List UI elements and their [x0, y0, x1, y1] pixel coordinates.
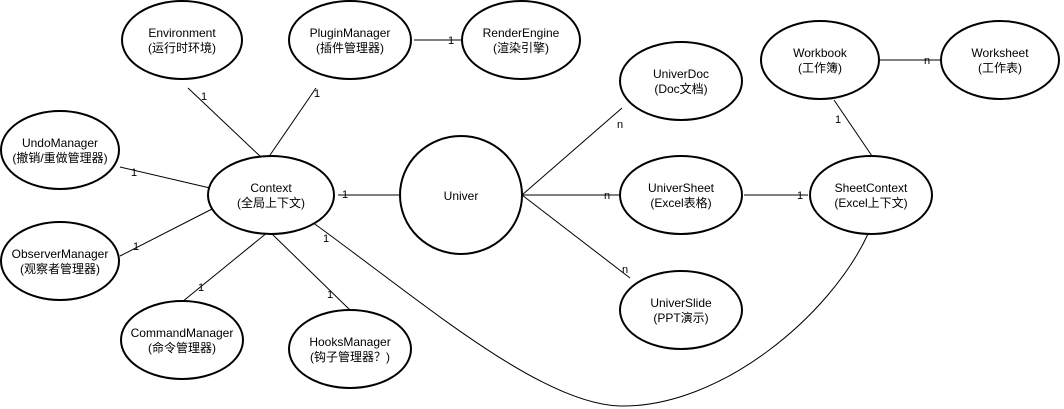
node-universlide-name: UniverSlide — [650, 296, 712, 310]
edge-context-hooksmanager — [269, 231, 351, 311]
node-commandmanager-desc: (命令管理器) — [148, 340, 216, 355]
node-hooksmanager-name: HooksManager — [309, 335, 390, 349]
edge-label-sheetcontext-workbook: 1 — [835, 114, 841, 126]
node-observermanager: ObserverManager (观察者管理器) — [0, 221, 120, 301]
edge-label-context-pluginmanager: 1 — [314, 88, 320, 100]
node-workbook: Workbook (工作簿) — [760, 20, 880, 100]
node-context-desc: (全局上下文) — [237, 195, 305, 210]
edge-label-univer-univerdoc: n — [617, 119, 623, 131]
node-commandmanager: CommandManager (命令管理器) — [120, 300, 244, 380]
node-renderengine-name: RenderEngine — [483, 26, 560, 40]
edge-label-workbook-worksheet: n — [924, 55, 930, 67]
node-context-name: Context — [250, 181, 292, 195]
node-univer: Univer — [399, 135, 523, 255]
node-univerdoc: UniverDoc (Doc文档) — [619, 41, 743, 121]
edge-context-commandmanager — [181, 231, 269, 303]
node-sheetcontext-desc: (Excel上下文) — [834, 195, 907, 210]
edge-label-univer-context: 1 — [342, 189, 348, 201]
edge-label-context-commandmanager: 1 — [198, 282, 204, 294]
edge-label-sheetcontext-context: 1 — [323, 233, 329, 245]
node-environment-name: Environment — [148, 26, 216, 40]
edge-context-pluginmanager — [267, 87, 317, 159]
edge-label-context-undomanager: 1 — [131, 167, 137, 179]
edge-context-observermanager — [119, 207, 215, 257]
edge-label-univer-universlide: n — [622, 264, 628, 276]
edge-label-univer-universheet: n — [604, 190, 610, 202]
node-commandmanager-name: CommandManager — [131, 326, 234, 340]
node-universheet-desc: (Excel表格) — [650, 195, 711, 210]
node-hooksmanager-desc: (钩子管理器？) — [310, 349, 390, 364]
node-univer-name: Univer — [444, 189, 479, 203]
node-hooksmanager: HooksManager (钩子管理器？) — [288, 309, 412, 389]
edges — [119, 39, 940, 407]
node-pluginmanager: PluginManager (插件管理器) — [288, 0, 412, 80]
node-observermanager-desc: (观察者管理器) — [20, 261, 100, 276]
node-observermanager-name: ObserverManager — [12, 247, 109, 261]
edge-label-pluginmanager-renderengine: 1 — [448, 35, 454, 47]
node-sheetcontext-name: SheetContext — [835, 181, 908, 195]
node-universheet: UniverSheet (Excel表格) — [619, 155, 743, 235]
node-renderengine: RenderEngine (渲染引擎) — [461, 0, 581, 80]
edge-univer-universlide — [521, 194, 631, 279]
edge-label-context-observermanager: 1 — [133, 241, 139, 253]
node-environment-desc: (运行时环境) — [148, 40, 216, 55]
node-univerdoc-name: UniverDoc — [653, 67, 709, 81]
node-undomanager: UndoManager (撤销/重做管理器) — [0, 110, 120, 190]
node-workbook-name: Workbook — [793, 46, 848, 60]
node-worksheet: Worksheet (工作表) — [940, 20, 1060, 100]
edge-labels: 1 1 1 1 1 1 1 1 n n n 1 1 n 1 — [131, 35, 930, 301]
edge-sheetcontext-context — [311, 221, 869, 407]
node-universheet-name: UniverSheet — [648, 181, 715, 195]
node-renderengine-desc: (渲染引擎) — [493, 40, 549, 55]
node-environment: Environment (运行时环境) — [121, 0, 243, 80]
node-pluginmanager-desc: (插件管理器) — [316, 40, 384, 55]
node-worksheet-desc: (工作表) — [978, 61, 1022, 75]
edge-context-environment — [187, 87, 263, 159]
edge-label-context-environment: 1 — [201, 91, 207, 103]
node-sheetcontext: SheetContext (Excel上下文) — [809, 155, 933, 235]
edge-univer-univerdoc — [521, 107, 623, 196]
node-pluginmanager-name: PluginManager — [310, 26, 391, 40]
node-worksheet-name: Worksheet — [971, 46, 1029, 60]
node-universlide: UniverSlide (PPT演示) — [619, 270, 743, 350]
node-context: Context (全局上下文) — [207, 155, 335, 235]
edge-label-context-hooksmanager: 1 — [327, 289, 333, 301]
edge-context-undomanager — [119, 166, 211, 189]
node-universlide-desc: (PPT演示) — [653, 310, 708, 325]
node-undomanager-name: UndoManager — [22, 136, 98, 150]
node-undomanager-desc: (撤销/重做管理器) — [12, 150, 107, 165]
node-workbook-desc: (工作簿) — [798, 60, 842, 75]
edge-label-universheet-sheetcontext: 1 — [797, 190, 803, 202]
node-univerdoc-desc: (Doc文档) — [654, 81, 707, 96]
edge-sheetcontext-workbook — [833, 99, 873, 157]
